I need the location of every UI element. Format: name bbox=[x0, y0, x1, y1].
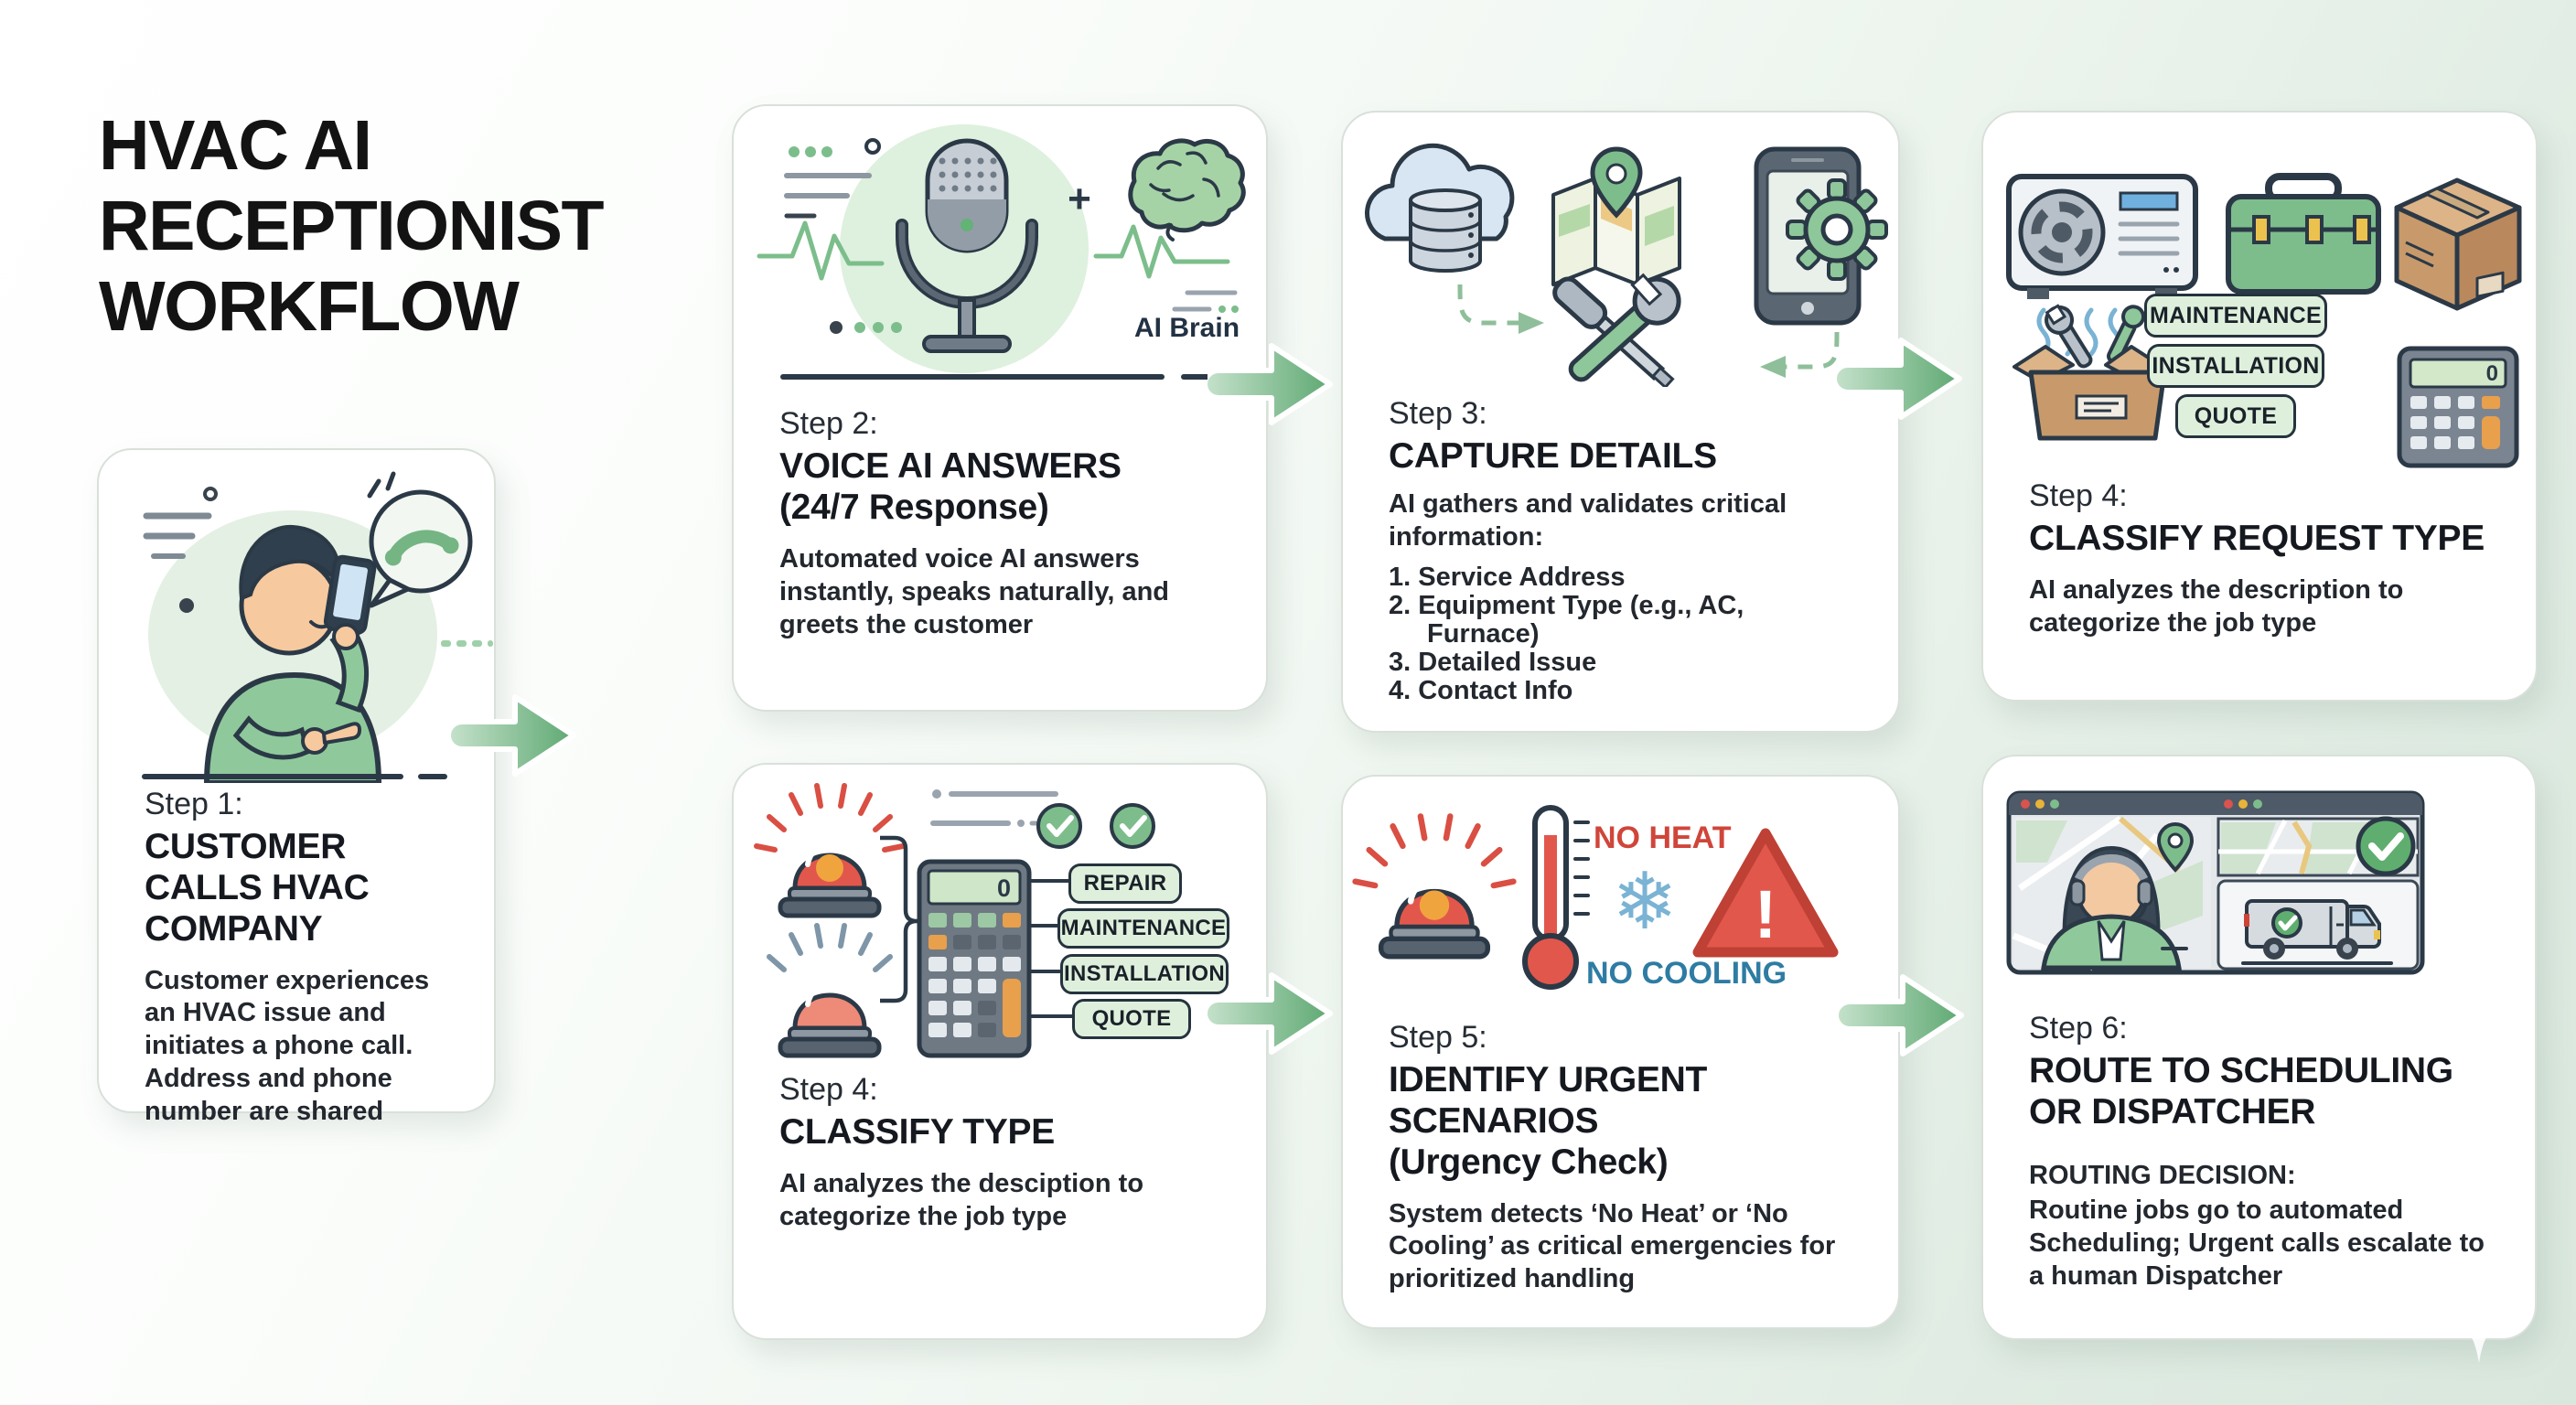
dots-decoration bbox=[784, 138, 881, 219]
step-2-card: + AI Brain Step 2: VOICE AI ANSWERS (24/… bbox=[732, 104, 1268, 712]
ac-unit-icon bbox=[2006, 174, 2198, 299]
speech-lines-decoration bbox=[143, 487, 218, 613]
step-5-label: Step 5: bbox=[1389, 1020, 1487, 1055]
step-5-heading: IDENTIFY URGENT SCENARIOS bbox=[1389, 1060, 1707, 1141]
dots-decoration bbox=[830, 290, 1239, 334]
microphone-icon bbox=[896, 138, 1038, 353]
step-5-illustration: NO HEAT ❄ NO COOLING ! bbox=[1352, 805, 1839, 991]
calculator-icon: 0 bbox=[917, 859, 1032, 1058]
step-2-heading: VOICE AI ANSWERS bbox=[779, 446, 1122, 486]
step-6-card: Step 6: ROUTE TO SCHEDULING OR DISPATCHE… bbox=[1981, 755, 2537, 1340]
warning-mark: ! bbox=[1755, 876, 1777, 952]
connector-bracket bbox=[880, 835, 919, 1003]
flow-arrow-icon bbox=[1208, 343, 1333, 425]
speech-bubble-phone-icon bbox=[367, 471, 473, 608]
waveform-icon bbox=[757, 220, 885, 281]
tag-maintenance: MAINTENANCE bbox=[2144, 294, 2327, 338]
service-van-icon bbox=[2216, 879, 2420, 971]
step-4b-illustration: 0 bbox=[754, 783, 1155, 1058]
step-1-illustration bbox=[142, 471, 493, 783]
step-3-label: Step 3: bbox=[1389, 396, 1487, 431]
step-6-description: Routine jobs go to automated Scheduling;… bbox=[2029, 1195, 2485, 1291]
step-5-card: NO HEAT ❄ NO COOLING ! Step 5: IDENTIFY … bbox=[1341, 775, 1900, 1329]
step-6-label: Step 6: bbox=[2029, 1011, 2128, 1046]
page-title: HVAC AI RECEPTIONIST WORKFLOW bbox=[99, 106, 605, 346]
list-item: 2. Equipment Type (e.g., AC, Furnace) bbox=[1389, 590, 1744, 649]
phone-gear-icon bbox=[1754, 146, 1888, 326]
check-circle-icon bbox=[1110, 803, 1155, 849]
brain-icon bbox=[1128, 138, 1246, 241]
step-3-description: AI gathers and validates critical inform… bbox=[1389, 488, 1787, 552]
green-dash-row bbox=[441, 640, 493, 647]
tag-quote: QUOTE bbox=[1072, 999, 1191, 1039]
step-2-label: Step 2: bbox=[779, 406, 878, 441]
ai-brain-label: AI Brain bbox=[1134, 313, 1240, 343]
siren-icon bbox=[767, 923, 893, 1058]
flow-arrow-icon bbox=[451, 694, 576, 777]
calculator-display: 0 bbox=[2486, 361, 2498, 386]
list-item: 3. Detailed Issue bbox=[1389, 647, 1597, 677]
tag-repair: REPAIR bbox=[1068, 863, 1182, 904]
flow-arrow-icon bbox=[1839, 974, 1964, 1056]
sparkle-icon bbox=[2431, 1268, 2527, 1363]
step-5-description: System detects ‘No Heat’ or ‘No Cooling’… bbox=[1389, 1198, 1836, 1294]
check-circle-icon bbox=[1036, 803, 1082, 849]
dispatcher-window-icon bbox=[2009, 793, 2214, 971]
snowflake-icon: ❄ bbox=[1612, 858, 1678, 946]
step-4b-card: 0 REPAIR MAINTENANCE INSTALLATION QUOTE bbox=[732, 763, 1268, 1340]
step-1-heading: CUSTOMER CALLS HVAC COMPANY bbox=[145, 827, 370, 949]
map-check-window-icon bbox=[2214, 793, 2422, 877]
tag-quote: QUOTE bbox=[2175, 394, 2296, 438]
package-box-icon bbox=[2394, 177, 2522, 311]
list-item: 4. Contact Info bbox=[1389, 675, 1573, 705]
toolbox-icon bbox=[2226, 173, 2381, 295]
siren-icon bbox=[1352, 813, 1517, 960]
warning-triangle-icon: ! bbox=[1692, 828, 1839, 958]
tag-installation: INSTALLATION bbox=[1060, 954, 1229, 994]
calculator-display: 0 bbox=[997, 874, 1011, 902]
step-5-subheading: (Urgency Check) bbox=[1389, 1142, 1669, 1182]
step-4b-label: Step 4: bbox=[779, 1072, 878, 1107]
flow-arrow-icon bbox=[1208, 972, 1333, 1055]
step-4b-description: AI analyzes the desciption to categorize… bbox=[779, 1168, 1144, 1231]
step-1-card: Step 1: CUSTOMER CALLS HVAC COMPANY Cust… bbox=[97, 448, 496, 1126]
step-6-illustration bbox=[2006, 790, 2425, 975]
step-4-card: 0 MAINTENANCE INSTALLATION QUOTE Step 4:… bbox=[1981, 111, 2538, 702]
dashed-arrow-icon bbox=[1457, 284, 1840, 378]
map-pin-icon bbox=[1551, 146, 1681, 286]
step-2-description: Automated voice AI answers instantly, sp… bbox=[779, 543, 1170, 639]
step-4-illustration: 0 bbox=[2006, 173, 2522, 468]
step-4-heading: CLASSIFY REQUEST TYPE bbox=[2029, 519, 2485, 558]
siren-icon bbox=[754, 783, 906, 918]
step-1-description: Customer experiences an HVAC issue and i… bbox=[145, 965, 430, 1127]
step-3-list: 1. Service Address 2. Equipment Type (e.… bbox=[1389, 563, 1860, 705]
tag-installation: INSTALLATION bbox=[2147, 344, 2324, 388]
step-6-routing-decision-title: ROUTING DECISION: bbox=[2029, 1160, 2296, 1190]
step-4b-heading: CLASSIFY TYPE bbox=[779, 1112, 1055, 1152]
step-2-subheading: (24/7 Response) bbox=[779, 487, 1049, 527]
no-heat-label: NO HEAT bbox=[1594, 820, 1732, 855]
connector-lines bbox=[1029, 879, 1072, 1018]
step-4-label: Step 4: bbox=[2029, 478, 2128, 513]
customer-on-phone-icon bbox=[203, 524, 382, 783]
step-3-heading: CAPTURE DETAILS bbox=[1389, 436, 1717, 476]
cloud-database-icon bbox=[1365, 143, 1515, 273]
thermometer-icon bbox=[1522, 805, 1590, 990]
step-2-illustration: + AI Brain bbox=[757, 124, 1246, 380]
step-6-heading: ROUTE TO SCHEDULING OR DISPATCHER bbox=[2029, 1051, 2453, 1132]
open-box-tools-icon bbox=[2012, 304, 2167, 441]
list-item: 1. Service Address bbox=[1389, 562, 1626, 592]
step-3-card: Step 3: CAPTURE DETAILS AI gathers and v… bbox=[1341, 111, 1900, 733]
no-cooling-label: NO COOLING bbox=[1586, 956, 1787, 991]
flow-arrow-icon bbox=[1837, 338, 1962, 420]
waveform-icon bbox=[1093, 224, 1230, 279]
step-4-description: AI analyzes the description to categoriz… bbox=[2029, 574, 2404, 638]
crossed-tools-icon bbox=[1552, 273, 1681, 387]
step-3-illustration bbox=[1365, 143, 1888, 387]
step-1-label: Step 1: bbox=[145, 787, 243, 821]
plus-sign: + bbox=[1068, 177, 1091, 221]
calculator-icon: 0 bbox=[2397, 346, 2519, 468]
tag-maintenance: MAINTENANCE bbox=[1057, 908, 1229, 949]
